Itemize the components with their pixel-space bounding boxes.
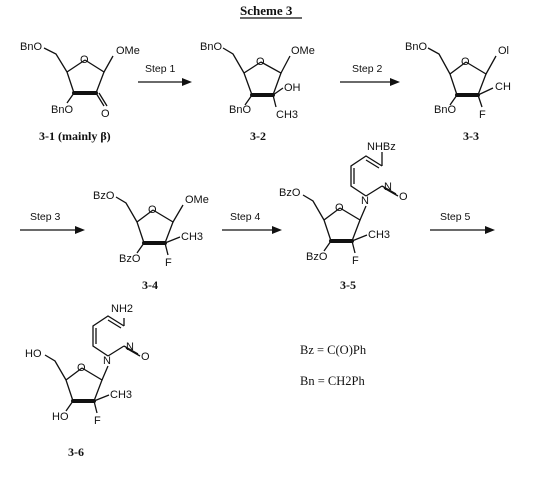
carbonyl-oxygen: O xyxy=(141,351,150,363)
ome-group: OMe xyxy=(185,194,209,206)
compound-3-5: O BzO CH3 F BzO N N O NHBz 3-5 xyxy=(279,141,408,292)
compound-3-1: O BnO OMe BnO O 3-1 (mainly β) xyxy=(20,41,140,143)
compound-3-3: O BnO Ol CH F BnO 3-3 xyxy=(405,41,511,143)
label-3-4: 3-4 xyxy=(142,278,158,292)
ring-oxygen: O xyxy=(80,54,89,66)
definition-bn: Bn = CH2Ph xyxy=(300,374,365,388)
compound-3-2: O BnO OMe OH CH3 BnO 3-2 xyxy=(200,41,315,143)
carbonyl-oxygen: O xyxy=(399,191,408,203)
methyl-group: CH xyxy=(495,81,511,93)
bzo-ring-group: BzO xyxy=(119,253,141,265)
bzo-group: BzO xyxy=(93,190,115,202)
compound-3-4: O BzO OMe CH3 F BzO 3-4 xyxy=(93,190,209,292)
fluorine: F xyxy=(352,255,359,267)
n3-nitrogen: N xyxy=(384,181,392,193)
keto-oxygen: O xyxy=(101,108,110,120)
ring-oxygen: O xyxy=(148,204,157,216)
bno-group: BnO xyxy=(200,41,222,53)
label-3-2: 3-2 xyxy=(250,129,266,143)
ho-group: HO xyxy=(25,348,42,360)
methyl-group: CH3 xyxy=(110,389,132,401)
oh-group: OH xyxy=(284,82,301,94)
n1-nitrogen: N xyxy=(103,355,111,367)
step-1-label: Step 1 xyxy=(145,63,176,75)
label-3-1: 3-1 (mainly β) xyxy=(39,129,111,143)
bno-group: BnO xyxy=(405,41,427,53)
methyl-group: CH3 xyxy=(276,109,298,121)
bno-ring-group: BnO xyxy=(229,104,251,116)
definition-bz: Bz = C(O)Ph xyxy=(300,343,367,357)
ome-group: OMe xyxy=(291,45,315,57)
scheme-title: Scheme 3 xyxy=(240,3,293,18)
ring-oxygen: O xyxy=(461,56,470,68)
compound-3-6: O HO CH3 F HO N N O NH2 3-6 xyxy=(25,303,150,459)
methyl-group: CH3 xyxy=(181,231,203,243)
step-3-label: Step 3 xyxy=(30,211,61,223)
nhbz-group: NHBz xyxy=(367,141,396,153)
fluorine: F xyxy=(165,257,172,269)
ring-oxygen: O xyxy=(256,56,265,68)
bzo-group: BzO xyxy=(279,187,301,199)
bno-group: BnO xyxy=(20,41,42,53)
ome-group: OMe xyxy=(116,45,140,57)
bno-ring-group: BnO xyxy=(434,104,456,116)
label-3-6: 3-6 xyxy=(68,445,84,459)
step-4-label: Step 4 xyxy=(230,211,261,223)
step-5-label: Step 5 xyxy=(440,211,471,223)
ring-oxygen: O xyxy=(335,202,344,214)
n3-nitrogen: N xyxy=(126,341,134,353)
label-3-5: 3-5 xyxy=(340,278,356,292)
bno-ring-group: BnO xyxy=(51,104,73,116)
n1-nitrogen: N xyxy=(361,195,369,207)
fluorine: F xyxy=(479,109,486,121)
label-3-3: 3-3 xyxy=(463,129,479,143)
ome-group-cut: Ol xyxy=(498,45,509,57)
step-2-label: Step 2 xyxy=(352,63,383,75)
fluorine: F xyxy=(94,415,101,427)
bzo-ring-group: BzO xyxy=(306,251,328,263)
ho-ring-group: HO xyxy=(52,411,69,423)
ring-oxygen: O xyxy=(77,362,86,374)
nh2-group: NH2 xyxy=(111,303,133,315)
methyl-group: CH3 xyxy=(368,229,390,241)
